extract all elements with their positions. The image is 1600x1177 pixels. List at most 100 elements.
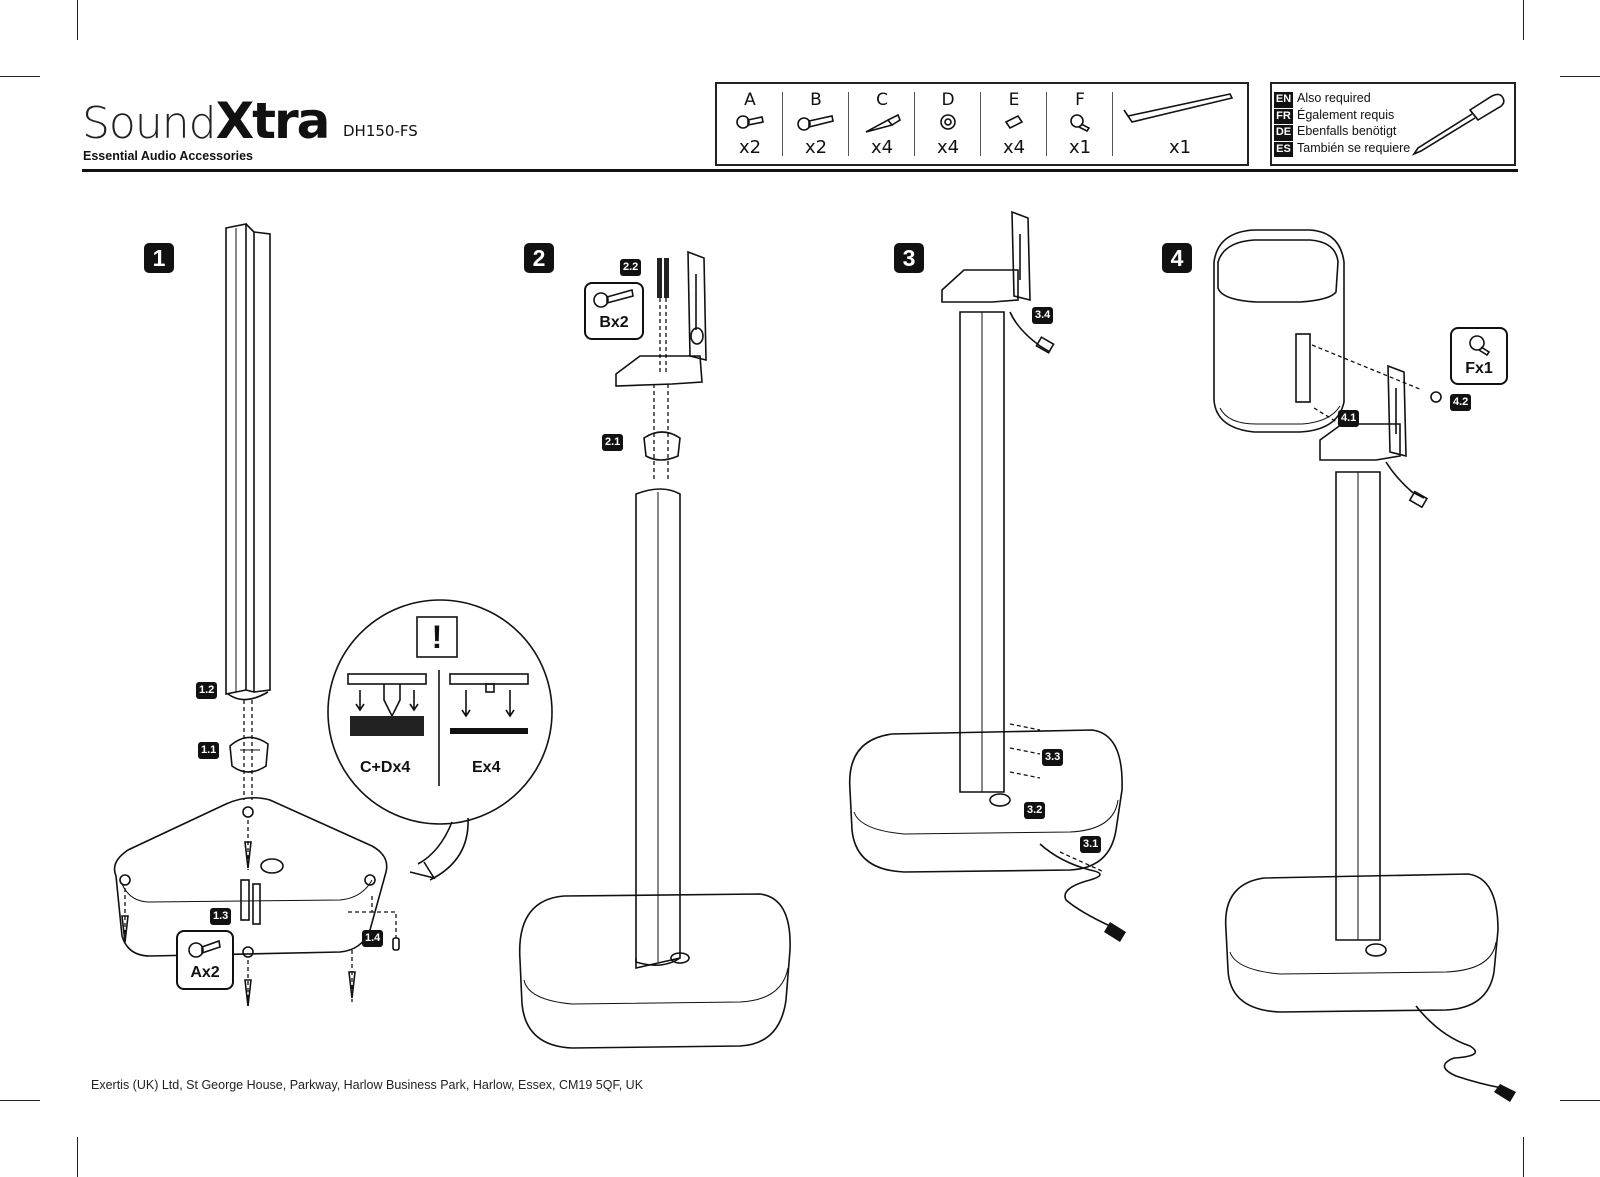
allen-key-icon — [1123, 93, 1234, 123]
crop-mark — [77, 1137, 78, 1177]
step-1-column — [225, 223, 271, 701]
company-address: Exertis (UK) Ltd, St George House, Parkw… — [91, 1078, 644, 1092]
also-required-es: ES También se requiere — [1274, 140, 1411, 157]
substep-label: 2.2 — [620, 259, 642, 276]
part-qty: x4 — [1002, 137, 1026, 158]
screwdriver-icon — [1411, 93, 1505, 156]
substep-label: 1.3 — [210, 908, 232, 925]
part-letter: F — [1075, 90, 1085, 110]
screw-icon — [593, 288, 634, 308]
substep-label: 1.4 — [362, 930, 384, 947]
part-qty: x1 — [1068, 137, 1092, 158]
brand-name-bold: Xtra — [215, 92, 331, 150]
foot-icon — [1004, 114, 1024, 130]
step-4-number: 4 — [1162, 243, 1192, 273]
substep-label: 1.1 — [198, 742, 220, 759]
brand-logo: SoundXtra — [82, 92, 331, 150]
substep-label: 3.4 — [1032, 307, 1054, 324]
warning-label-spikes: C+Dx4 — [360, 759, 411, 776]
part-c: C x4 — [849, 84, 915, 164]
part-allen-key: x1 — [1113, 84, 1247, 164]
step-2-bracket — [615, 250, 707, 387]
also-required-fr: FR Également requis — [1274, 107, 1410, 124]
header-rule — [82, 169, 1518, 172]
substep-label: 3.2 — [1024, 802, 1046, 819]
step-3-number: 3 — [894, 243, 924, 273]
step-2-number: 2 — [524, 243, 554, 273]
crop-mark — [1523, 0, 1524, 40]
warning-label-feet: Ex4 — [472, 759, 501, 776]
crop-mark — [0, 76, 40, 77]
substep-label: 4.2 — [1450, 394, 1472, 411]
part-qty: x1 — [1168, 137, 1192, 158]
crop-mark — [1560, 1100, 1600, 1101]
lang-text: También se requiere — [1297, 140, 1411, 155]
part-letter: C — [876, 90, 888, 110]
callout-label: Ax2 — [190, 964, 220, 981]
warning-zoom-circle — [327, 599, 553, 881]
lang-code: EN — [1274, 92, 1293, 108]
also-required-de: DE Ebenfalls benötigt — [1274, 124, 1410, 141]
part-d: D x4 — [915, 84, 981, 164]
substep-label: 4.1 — [1338, 410, 1360, 427]
step-1-spikes — [121, 820, 400, 1008]
part-letter: D — [941, 90, 955, 110]
part-letter: E — [1008, 90, 1020, 110]
substep-label: 1.2 — [196, 682, 218, 699]
screw-icon — [1070, 114, 1091, 133]
crop-mark — [0, 1100, 40, 1101]
step-2-column — [518, 488, 791, 1049]
crop-mark — [1523, 1137, 1524, 1177]
part-letter: B — [810, 90, 822, 110]
step-1-column-clip — [229, 736, 269, 773]
divider — [980, 92, 981, 156]
warning-icon: ! — [431, 619, 443, 655]
brand-tagline: Essential Audio Accessories — [83, 149, 253, 163]
step-4-bracket — [1224, 344, 1516, 1102]
callout-ax2: Ax2 — [176, 930, 234, 990]
substep-label: 3.1 — [1080, 836, 1102, 853]
crop-mark — [77, 0, 78, 40]
brand-name-light: Sound — [82, 98, 217, 149]
part-qty: x2 — [804, 137, 828, 158]
part-qty: x4 — [936, 137, 960, 158]
step-1-base — [113, 796, 388, 958]
callout-fx1: Fx1 — [1450, 327, 1508, 385]
divider — [848, 92, 849, 156]
crop-mark — [1560, 76, 1600, 77]
model-number: DH150-FS — [343, 122, 418, 140]
part-letter: A — [744, 90, 756, 110]
lang-text: Ebenfalls benötigt — [1297, 124, 1397, 138]
lang-text: Également requis — [1297, 107, 1395, 122]
screw-icon — [188, 939, 221, 958]
part-f: F x1 — [1047, 84, 1113, 164]
screw-icon — [736, 115, 764, 129]
lang-code: DE — [1274, 125, 1293, 141]
step-3-stand — [848, 210, 1126, 942]
divider — [1046, 92, 1047, 156]
spike-icon — [865, 113, 901, 133]
lang-code: ES — [1274, 141, 1293, 157]
screw-icon — [1469, 335, 1491, 357]
part-e: E x4 — [981, 84, 1047, 164]
callout-label: Fx1 — [1465, 360, 1493, 377]
screw-icon — [797, 115, 834, 131]
divider — [1112, 92, 1113, 156]
step-4-speaker — [1213, 229, 1345, 433]
divider — [914, 92, 915, 156]
step-2-clip — [643, 431, 681, 461]
part-b: B x2 — [783, 84, 849, 164]
part-qty: x4 — [870, 137, 894, 158]
substep-label: 3.3 — [1042, 749, 1064, 766]
part-qty: x2 — [738, 137, 762, 158]
lang-code: FR — [1274, 108, 1293, 124]
substep-label: 2.1 — [602, 434, 624, 451]
callout-label: Bx2 — [599, 314, 629, 331]
parts-list: A x2 B x2 C x4 D x4 E x4 F x1 x1 — [715, 82, 1249, 166]
washer-icon — [940, 114, 956, 130]
divider — [782, 92, 783, 156]
